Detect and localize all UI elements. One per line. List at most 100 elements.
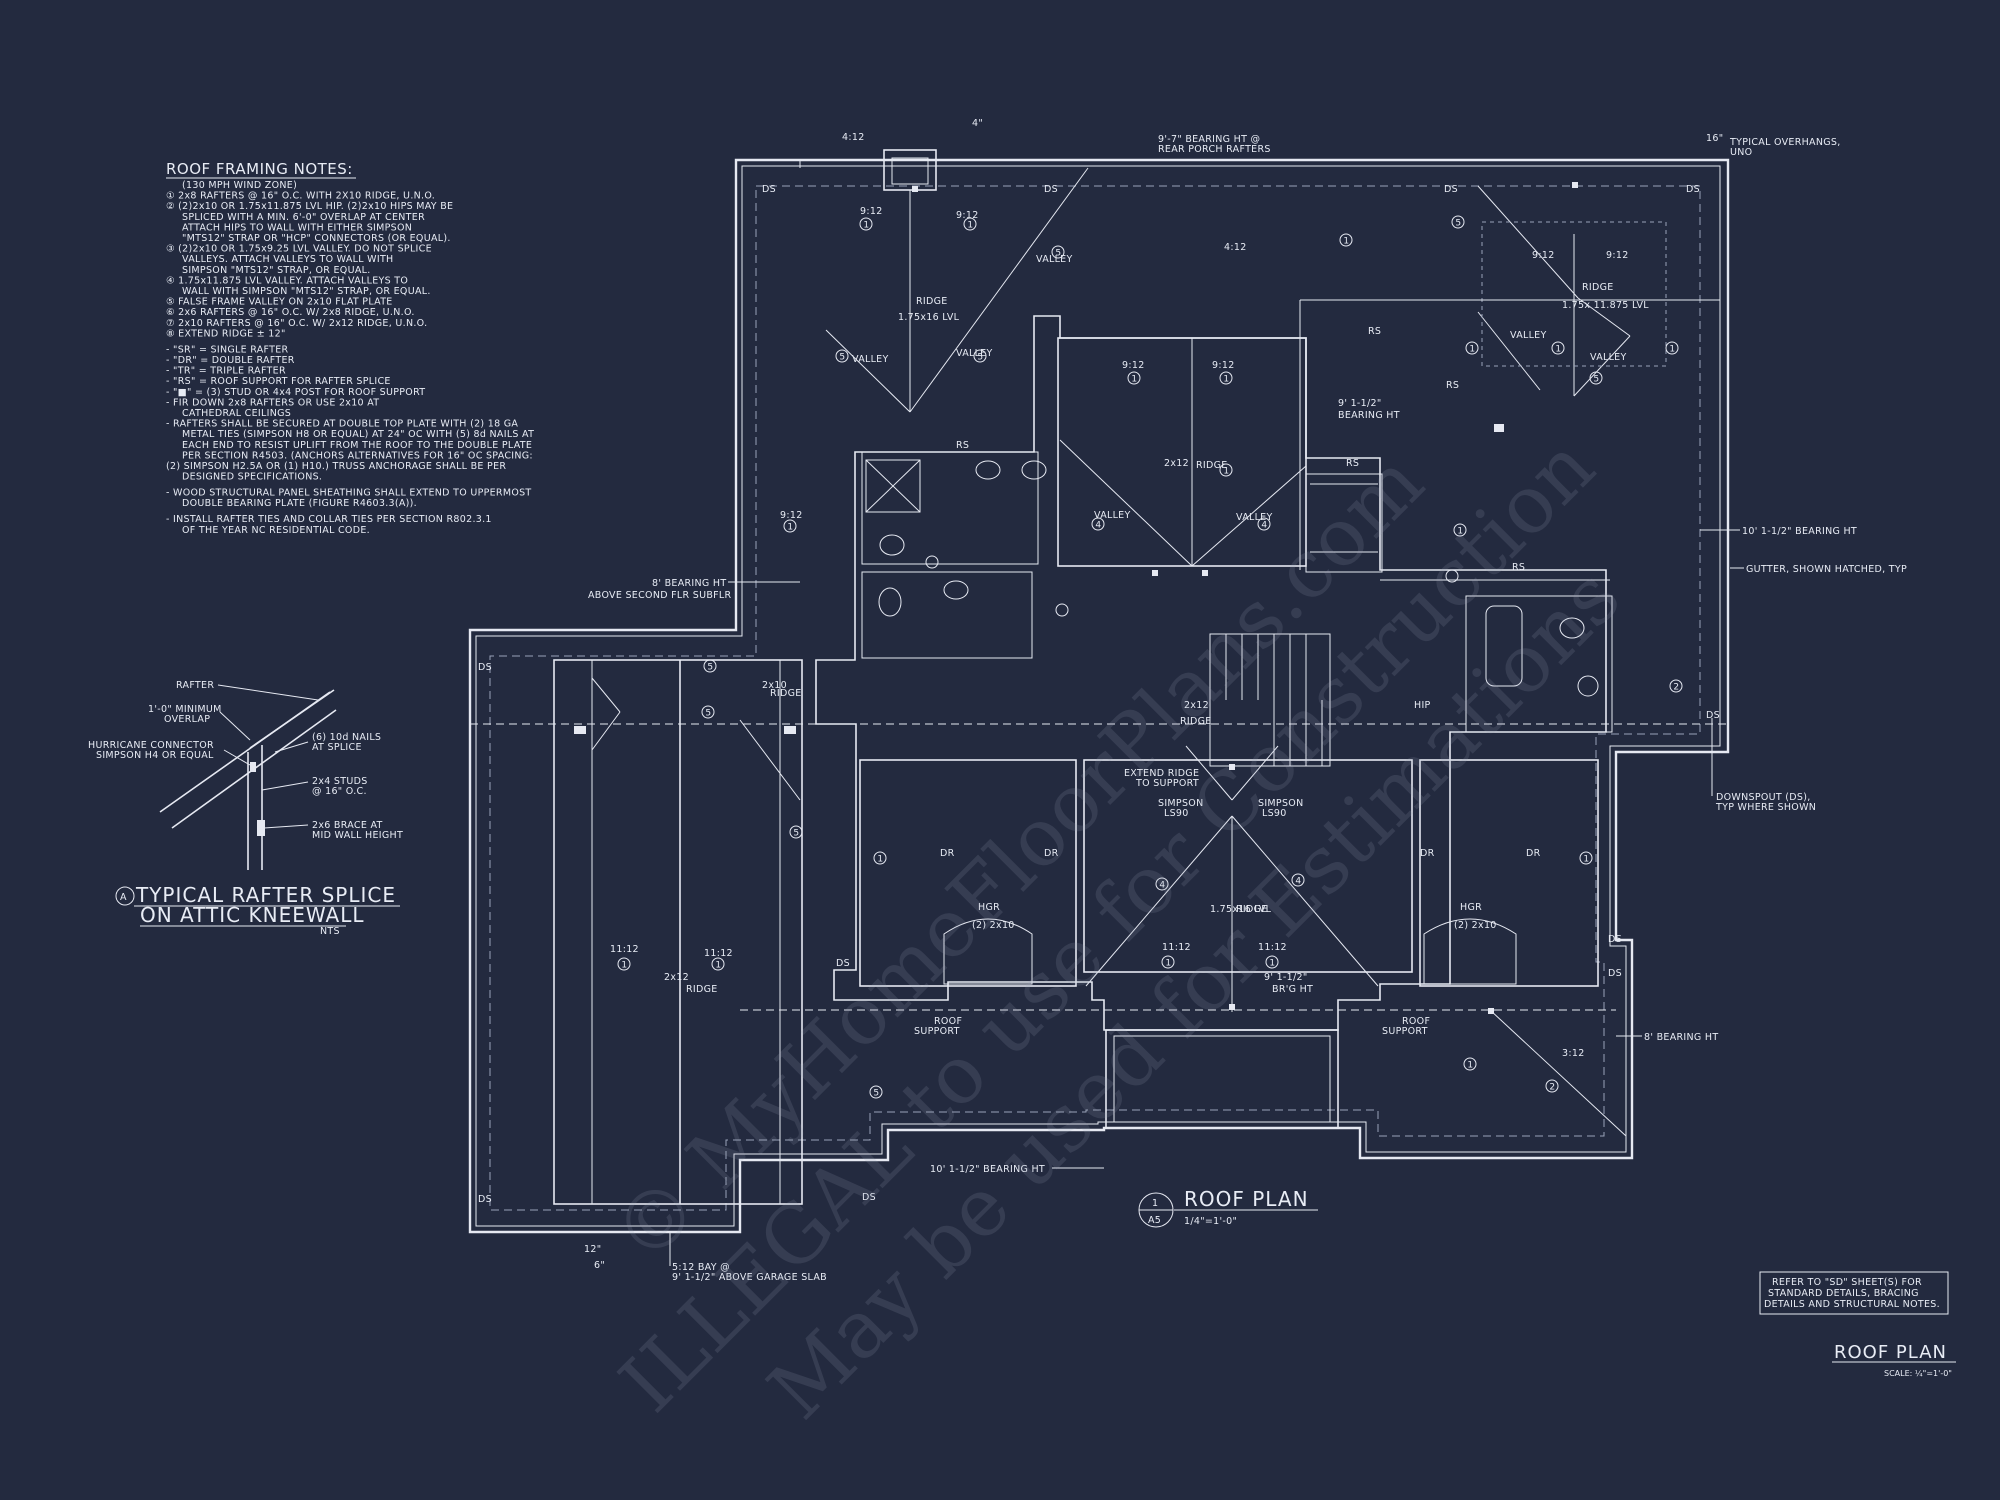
bay-label-2: 9' 1-1/2" ABOVE GARAGE SLAB bbox=[672, 1272, 827, 1283]
leader-studs bbox=[261, 781, 309, 791]
size-2x12-garage: 2x12 bbox=[664, 972, 689, 983]
bearing-bottom-label: 10' 1-1/2" BEARING HT bbox=[930, 1164, 1045, 1175]
notes-line: CATHEDRAL CEILINGS bbox=[182, 408, 291, 419]
bath-lower-left bbox=[861, 571, 1033, 659]
sink-3 bbox=[943, 580, 969, 600]
bearing-91-label: 9' 1-1/2" bbox=[1338, 398, 1382, 409]
pitch-11-12-c: 11:12 bbox=[1162, 942, 1191, 953]
roof-support-left-1: ROOF bbox=[934, 1016, 962, 1027]
rafter-type-number: 5 bbox=[1455, 218, 1461, 228]
closet-right bbox=[1305, 473, 1383, 573]
valley-label-2: VALLEY bbox=[852, 354, 889, 365]
refer-note-box: REFER TO "SD" SHEET(S) FOR STANDARD DETA… bbox=[1759, 1271, 1949, 1315]
ridge-label-center: RIDGE bbox=[1180, 716, 1212, 727]
detail-marker-circle bbox=[115, 886, 135, 906]
pitch-11-12-a: 11:12 bbox=[610, 944, 639, 955]
toilet-right bbox=[1559, 617, 1585, 639]
valley-label-5: VALLEY bbox=[1236, 512, 1273, 523]
rafter-type-number: 5 bbox=[793, 828, 799, 838]
rafter-type-number: 2 bbox=[1673, 682, 1679, 692]
rafter-type-number: 5 bbox=[839, 352, 845, 362]
bedroom-right bbox=[1419, 759, 1599, 987]
notes-line: (130 MPH WIND ZONE) bbox=[182, 180, 297, 191]
rafter-type-circle bbox=[1463, 1057, 1477, 1071]
extend-ridge-label-2: TO SUPPORT bbox=[1135, 778, 1199, 789]
label-hurricane-1: HURRICANE CONNECTOR bbox=[88, 740, 214, 751]
rafter-type-number: 1 bbox=[1555, 344, 1561, 354]
notes-line: "MTS12" STRAP OR "HCP" CONNECTORS (OR EQ… bbox=[182, 233, 451, 244]
hgr-arch-left bbox=[943, 918, 1033, 985]
label-studs-1: 2x4 STUDS bbox=[312, 776, 368, 787]
post-8 bbox=[1494, 424, 1504, 432]
simpson-label-left: SIMPSON bbox=[1158, 798, 1203, 809]
notes-line: SPLICED WITH A MIN. 6'-0" OVERLAP AT CEN… bbox=[182, 212, 425, 223]
post-10 bbox=[784, 726, 796, 734]
rafter-type-circle bbox=[869, 1085, 883, 1099]
rafter-splice-detail: RAFTER 1'-0" MINIMUM OVERLAP HURRICANE C… bbox=[88, 680, 403, 937]
rafter-type-circle bbox=[1589, 371, 1603, 385]
bearing-8-label-a: 8' BEARING HT bbox=[652, 578, 726, 589]
rafter-type-circle bbox=[925, 555, 939, 569]
rafter-type-circle bbox=[783, 519, 797, 533]
brg-ht-label: BR'G HT bbox=[1272, 984, 1313, 995]
garage-attic bbox=[553, 659, 803, 1205]
refer-line-1: REFER TO "SD" SHEET(S) FOR bbox=[1772, 1277, 1922, 1288]
leader-brace bbox=[263, 824, 309, 829]
bearing-91-label-b: BEARING HT bbox=[1338, 410, 1400, 421]
notes-line: ⑥ 2x6 RAFTERS @ 16" O.C. W/ 2x8 RIDGE, U… bbox=[166, 307, 415, 318]
valley-label-6: VALLEY bbox=[1510, 330, 1547, 341]
notes-line: - INSTALL RAFTER TIES AND COLLAR TIES PE… bbox=[166, 514, 492, 525]
pitch-9-12-f: 9:12 bbox=[1606, 250, 1629, 261]
notes-line: ⑧ EXTEND RIDGE ± 12" bbox=[166, 328, 286, 339]
rafter-type-circle bbox=[1669, 679, 1683, 693]
rafter-type-circle bbox=[1665, 341, 1679, 355]
ds-label-4: DS bbox=[1686, 184, 1700, 195]
notes-line: PER SECTION R4503. (ANCHORS ALTERNATIVES… bbox=[182, 450, 533, 461]
ds-label-3: DS bbox=[1444, 184, 1458, 195]
rafter-type-circle bbox=[1453, 523, 1467, 537]
bedroom-left bbox=[859, 759, 1077, 987]
size-2x10-front: 2x10 bbox=[762, 680, 787, 691]
downspout-label-2: TYP WHERE SHOWN bbox=[1715, 802, 1816, 813]
ds-label-5: DS bbox=[478, 662, 492, 673]
notes-line: (2) SIMPSON H2.5A OR (1) H10.) TRUSS ANC… bbox=[166, 461, 506, 472]
ridge-extend-left bbox=[1185, 745, 1233, 801]
valley-master-left bbox=[1059, 439, 1193, 567]
rear-bearing-label-1: 9'-7" BEARING HT @ bbox=[1158, 134, 1260, 145]
rafter-type-circle bbox=[789, 825, 803, 839]
rafter-type-number: 1 bbox=[877, 854, 883, 864]
rafter-upper-line bbox=[249, 689, 335, 749]
rafter-type-number: 1 bbox=[1457, 526, 1463, 536]
rafter-type-number: 1 bbox=[1223, 374, 1229, 384]
stair-treads bbox=[1225, 634, 1323, 766]
refer-box-frame bbox=[1759, 1271, 1949, 1315]
hip-label: HIP bbox=[1414, 700, 1431, 711]
bonus-room bbox=[1083, 759, 1413, 973]
label-hurricane-2: SIMPSON H4 OR EQUAL bbox=[96, 750, 214, 761]
lvl-label-right: 1.75x 11.875 LVL bbox=[1562, 300, 1649, 311]
rafter-type-circle bbox=[835, 349, 849, 363]
plan-labels: 4:12 9'-7" BEARING HT @ REAR PORCH RAFTE… bbox=[478, 118, 1907, 1283]
size-2x12-master: 2x12 bbox=[1164, 458, 1189, 469]
rafter-type-number: 5 bbox=[873, 1088, 879, 1098]
toilet-2 bbox=[878, 587, 902, 617]
notes-line: SIMPSON "MTS12" STRAP, OR EQUAL. bbox=[182, 265, 371, 276]
pitch-3-12-a: 3:12 bbox=[1562, 1048, 1585, 1059]
roof-framing-notes: ROOF FRAMING NOTES: (130 MPH WIND ZONE)①… bbox=[166, 160, 534, 536]
hip-right-2 bbox=[1577, 297, 1631, 337]
refer-line-2: STANDARD DETAILS, BRACING bbox=[1768, 1288, 1919, 1299]
notes-line: VALLEYS. ATTACH VALLEYS TO WALL WITH bbox=[182, 254, 394, 265]
ds-label-7: DS bbox=[862, 1192, 876, 1203]
roof-support-left-2: SUPPORT bbox=[914, 1026, 960, 1037]
hip-front-right bbox=[1231, 815, 1379, 987]
rafter-type-circle bbox=[1451, 215, 1465, 229]
rafter-type-circle bbox=[1465, 341, 1479, 355]
post-4 bbox=[1229, 764, 1235, 770]
extend-ridge-label-1: EXTEND RIDGE bbox=[1124, 768, 1199, 779]
dim-12-label: 12" bbox=[584, 1244, 601, 1255]
label-brace-2: MID WALL HEIGHT bbox=[312, 830, 403, 841]
leader-nails bbox=[274, 741, 309, 753]
hip-porch-right bbox=[1489, 1009, 1627, 1137]
detail-scale: NTS bbox=[320, 926, 340, 937]
